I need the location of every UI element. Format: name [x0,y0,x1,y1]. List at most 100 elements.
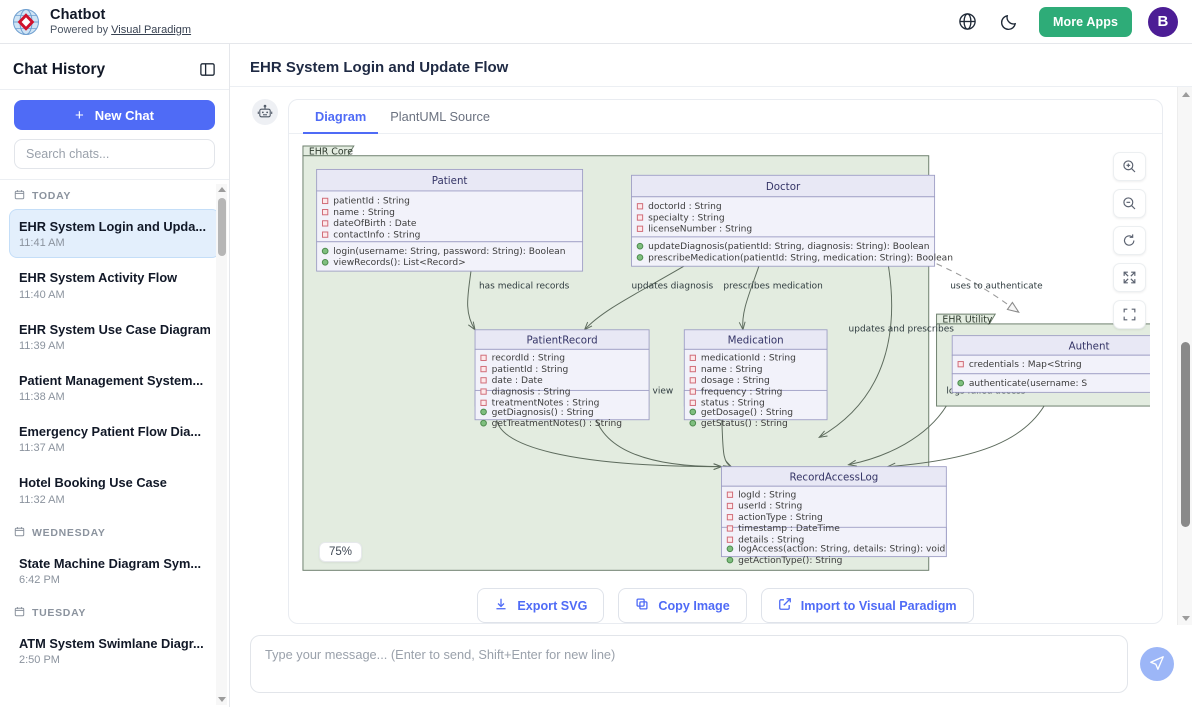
chat-list-item[interactable]: Hotel Booking Use Case 11:32 AM [9,465,220,514]
svg-text:actionType : String: actionType : String [738,513,823,523]
scroll-thumb[interactable] [1181,342,1190,527]
tab-diagram[interactable]: Diagram [303,100,379,134]
search-input[interactable] [14,139,215,169]
svg-text:getDiagnosis() : String: getDiagnosis() : String [492,408,594,418]
zoom-in-icon[interactable] [1113,152,1146,181]
svg-text:getTreatmentNotes() : String: getTreatmentNotes() : String [492,419,622,429]
export-svg-button[interactable]: Export SVG [477,588,605,623]
copy-image-label: Copy Image [658,598,730,613]
chat-list-item[interactable]: Emergency Patient Flow Dia...11:37 AM [9,414,220,463]
tab-plantuml-source[interactable]: PlantUML Source [390,109,491,124]
card-tabs: Diagram PlantUML Source [289,100,1162,134]
svg-text:Authent: Authent [1069,340,1110,352]
scroll-down-arrow[interactable] [1178,611,1192,625]
sidebar-scrollbar[interactable] [216,184,227,705]
chat-item-time: 6:42 PM [19,573,60,586]
chat-item-title: EHR System Login and Upda... [19,219,206,234]
uml-class-patientrecord[interactable]: PatientRecord recordId : String patientI… [474,329,650,429]
chat-item-title: Hotel Booking Use Case [19,475,167,491]
diagram-canvas[interactable]: 75% [301,144,1150,584]
svg-text:updateDiagnosis(patientId: Str: updateDiagnosis(patientId: String, diagn… [648,242,929,252]
page-title: EHR System Login and Update Flow [250,59,509,76]
reset-icon[interactable] [1113,226,1146,255]
app-title: Chatbot [50,6,106,23]
download-icon [494,597,508,614]
svg-text:diagnosis : String: diagnosis : String [492,387,571,397]
chat-group-header: TODAY [9,180,220,209]
scroll-down-arrow[interactable] [216,694,227,705]
calendar-icon [14,606,25,620]
fit-screen-icon[interactable] [1113,263,1146,292]
chat-item-time: 11:40 AM [19,288,65,301]
scroll-up-arrow[interactable] [1178,87,1192,101]
svg-text:Medication: Medication [728,334,784,346]
robot-icon [252,99,278,125]
conversation-area: Diagram PlantUML Source [230,87,1192,625]
send-button[interactable] [1140,647,1174,681]
panel-collapse-icon[interactable] [199,61,216,78]
svg-text:logId : String: logId : String [738,490,796,500]
chat-list-item[interactable]: State Machine Diagram Sym...6:42 PM [9,546,220,595]
fullscreen-icon[interactable] [1113,300,1146,329]
svg-text:userId : String: userId : String [738,502,802,512]
svg-text:patientId : String: patientId : String [492,365,569,375]
message-row: Diagram PlantUML Source [230,87,1177,625]
svg-text:name : String: name : String [333,208,395,218]
calendar-icon [14,526,25,540]
avatar[interactable]: B [1148,6,1178,37]
svg-text:date : Date: date : Date [492,376,543,386]
scroll-thumb[interactable] [217,198,226,256]
uml-class-doctor[interactable]: Doctor doctorId : String specialty : Str… [631,174,953,267]
svg-text:getStatus() : String: getStatus() : String [701,419,788,429]
moon-icon[interactable] [997,9,1023,35]
new-chat-button[interactable]: + New Chat [14,100,215,130]
svg-text:dateOfBirth : Date: dateOfBirth : Date [333,219,417,229]
package-label: EHR Utility [942,314,992,325]
chat-group-header: WEDNESDAY [9,517,220,546]
svg-text:PatientRecord: PatientRecord [527,334,598,346]
chat-group-header: TUESDAY [9,597,220,626]
scroll-up-arrow[interactable] [216,184,227,195]
chat-list-item[interactable]: ATM System Swimlane Diagr...2:50 PM [9,626,220,675]
chat-list-item[interactable]: EHR System Login and Upda...11:41 AM [9,209,220,259]
svg-text:updates diagnosis: updates diagnosis [631,282,713,292]
globe-icon[interactable] [955,9,981,35]
svg-text:details : String: details : String [738,535,804,545]
chat-list[interactable]: TODAY EHR System Login and Upda...11:41 A… [0,180,229,707]
svg-text:prescribes medication: prescribes medication [723,282,822,292]
search-wrap [14,139,215,169]
group-label: TODAY [32,190,72,202]
svg-text:treatmentNotes : String: treatmentNotes : String [492,399,600,409]
visual-paradigm-link[interactable]: Visual Paradigm [111,23,192,36]
brand-text: Chatbot Powered by Visual Paradigm [50,7,191,36]
sidebar-actions: + New Chat [0,90,229,180]
more-apps-button[interactable]: More Apps [1038,6,1132,37]
zoom-out-icon[interactable] [1113,189,1146,218]
chat-list-item[interactable]: Patient Management System...11:38 AM [9,363,220,412]
plus-icon: + [75,106,84,124]
svg-text:timestamp : DateTime: timestamp : DateTime [738,524,840,534]
copy-image-button[interactable]: Copy Image [618,588,747,623]
uml-class-medication[interactable]: Medication medicationId : String name : … [683,329,828,429]
uml-class-patient[interactable]: Patient patientId : String name : String… [316,168,584,272]
svg-text:Patient: Patient [432,175,468,187]
svg-text:Doctor: Doctor [766,181,801,193]
chat-item-time: 11:38 AM [19,391,65,404]
sidebar: Chat History + New Chat TODAY [0,44,230,707]
import-to-visual-paradigm-button[interactable]: Import to Visual Paradigm [760,588,974,623]
main-scrollbar[interactable] [1177,87,1192,625]
main-panel: EHR System Login and Update Flow [230,44,1192,707]
svg-text:prescribeMedication(patientId:: prescribeMedication(patientId: String, m… [648,253,953,263]
chat-item-time: 11:32 AM [19,493,65,506]
message-input[interactable] [250,635,1128,693]
package-label: EHR Core [309,146,353,157]
send-icon [1149,655,1165,674]
svg-text:contactInfo : String: contactInfo : String [333,230,420,240]
uml-class-authentication[interactable]: Authent credentials : Map<String authent… [951,335,1150,393]
uml-class-recordaccesslog[interactable]: RecordAccessLog logId : String userId : … [721,466,947,566]
composer [230,625,1192,707]
chat-history-title: Chat History [13,60,106,78]
svg-text:updates and prescribes: updates and prescribes [849,325,955,335]
